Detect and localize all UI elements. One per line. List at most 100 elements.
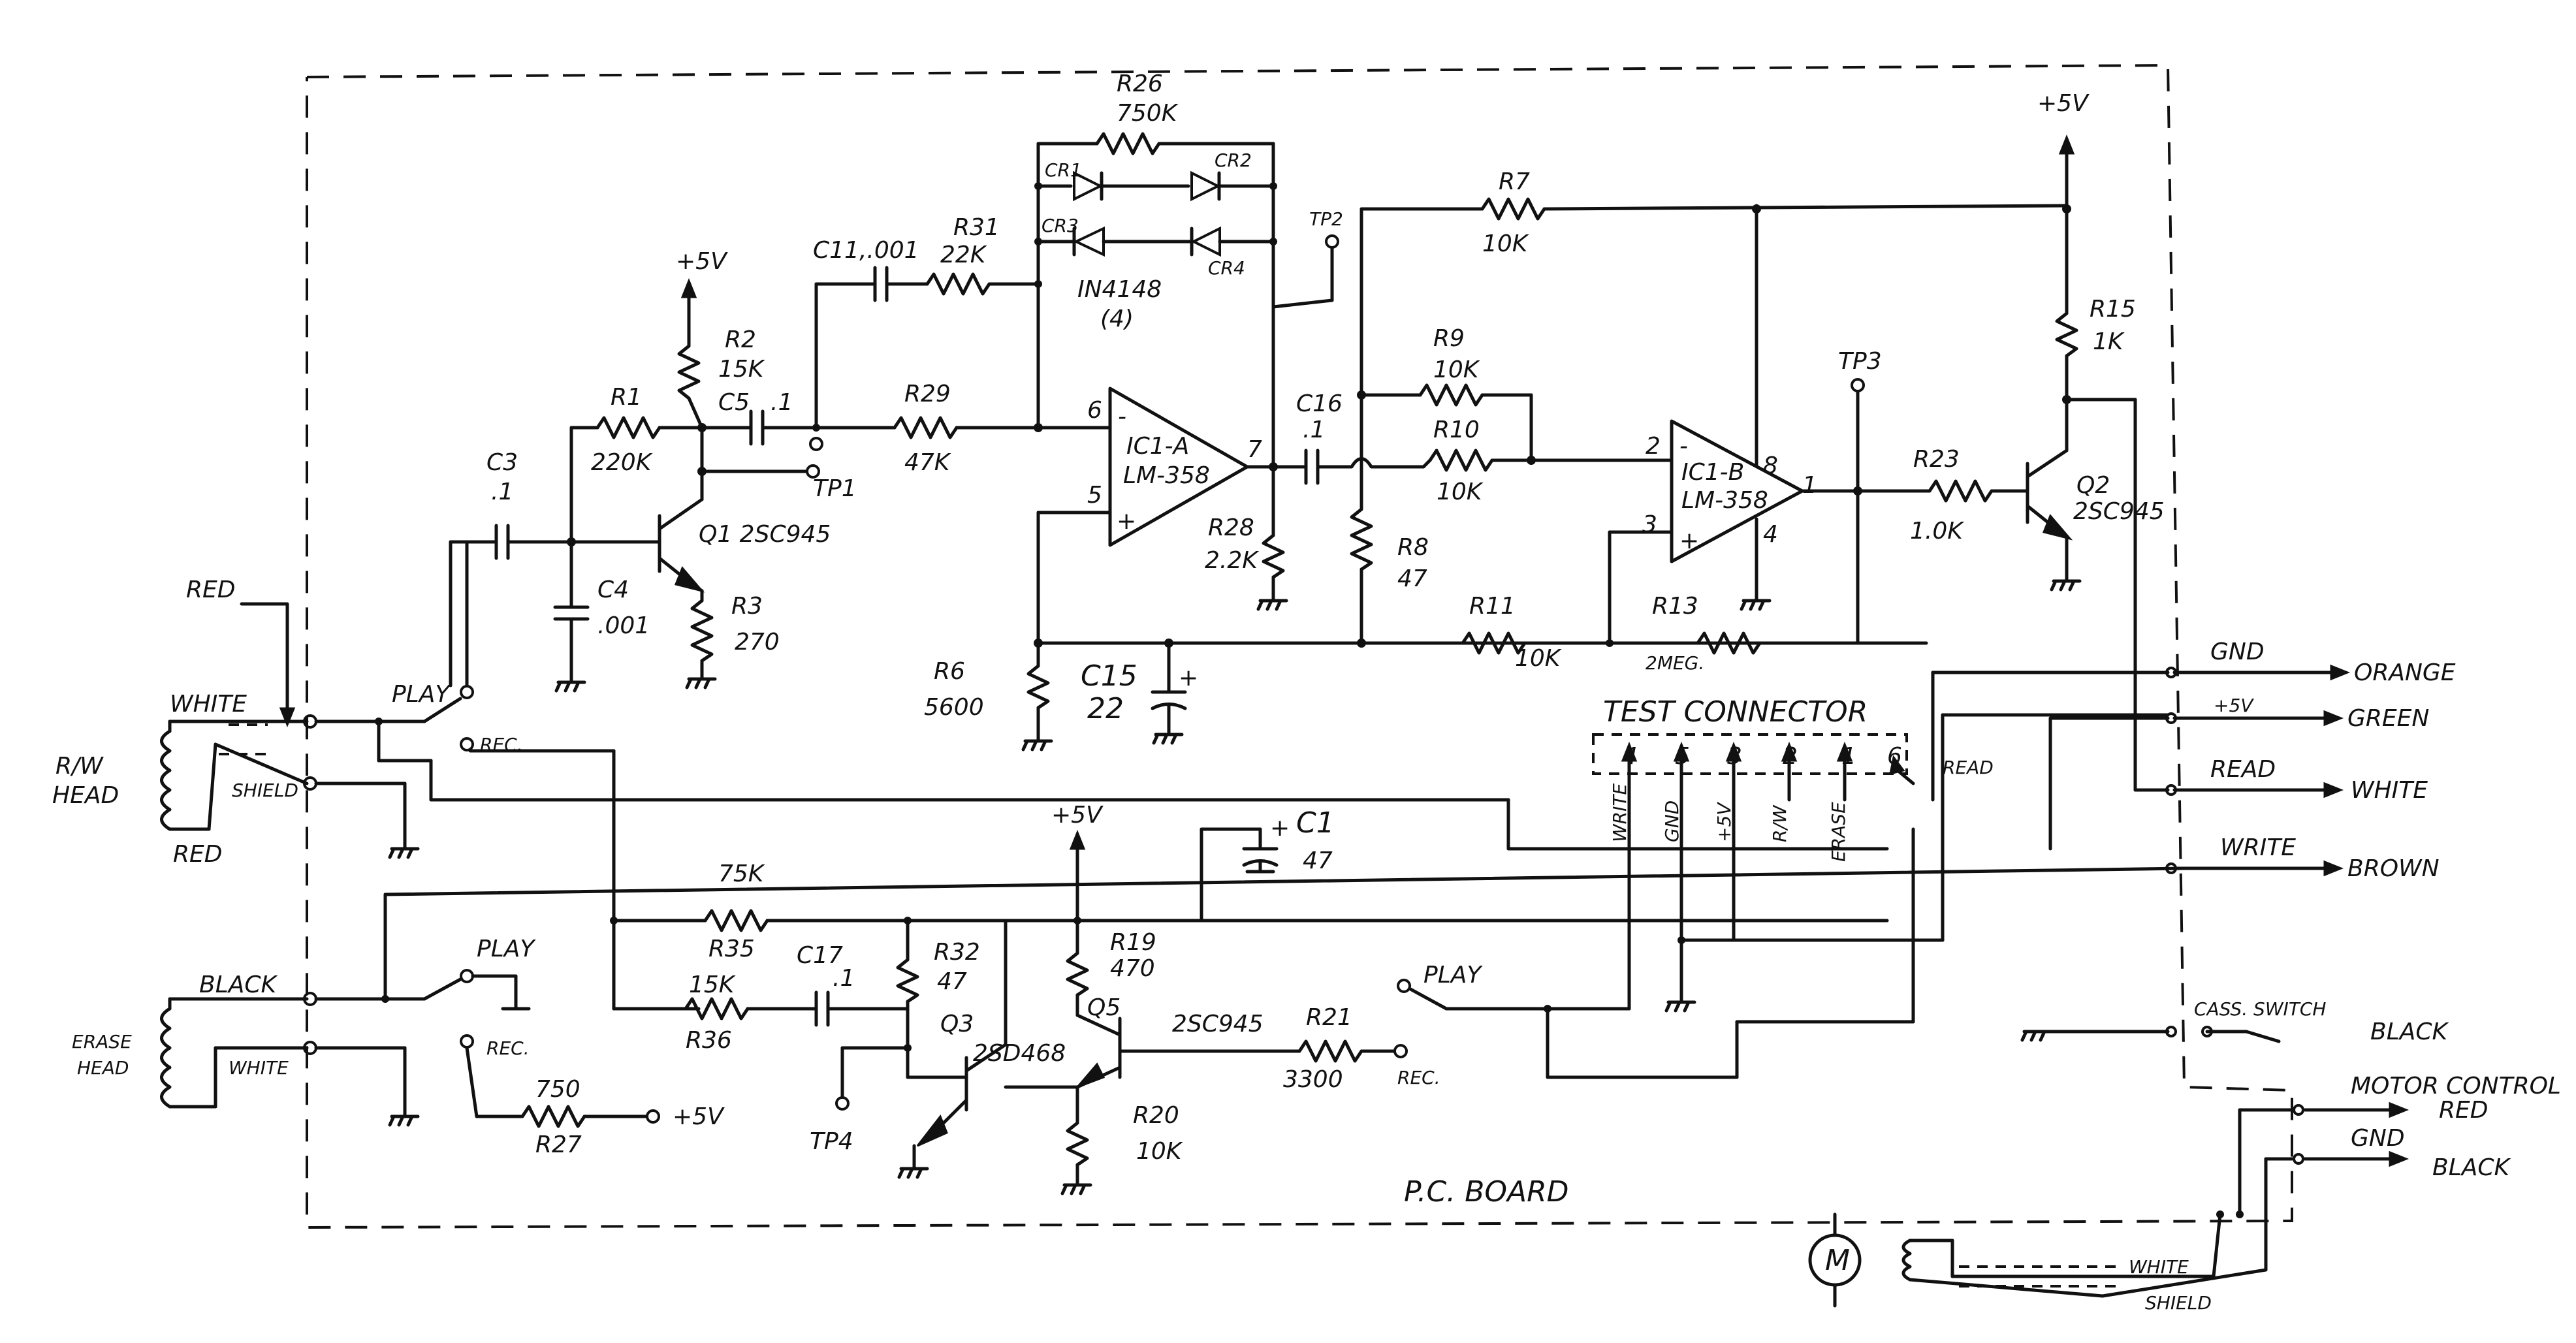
out-motor-signal: MOTOR CONTROL — [2351, 1073, 2561, 1099]
r35-resistor — [612, 909, 1889, 932]
r2-supply: +5V — [676, 248, 728, 275]
ic1b-pin-out: 1 — [1802, 472, 1817, 499]
r1-name: R1 — [611, 384, 642, 411]
r1-resistor — [569, 416, 704, 544]
out-read-wire: WHITE — [2351, 777, 2428, 804]
tp3-label: TP3 — [1838, 348, 1882, 375]
r32-value: 47 — [937, 968, 967, 995]
rw-wire-top: WHITE — [170, 691, 247, 718]
tc-label-5v: +5V — [1713, 802, 1735, 842]
ic1b-opamp — [1608, 204, 1804, 645]
erase-head-coil — [160, 997, 309, 1109]
c15-name: C15 — [1081, 659, 1137, 693]
c16-value: .1 — [1303, 417, 1325, 443]
r8-name: R8 — [1397, 534, 1429, 561]
cr2-label: CR2 — [1215, 150, 1252, 171]
q3-transistor — [835, 919, 1008, 1179]
r6-value: 5600 — [924, 694, 984, 721]
r21-name: R21 — [1306, 1004, 1352, 1031]
out-cass-signal: CASS. SWITCH — [2194, 998, 2326, 1020]
r29-value: 47K — [904, 449, 951, 476]
r35-name: R35 — [708, 936, 755, 962]
rw-wire-bottom: RED — [173, 841, 222, 868]
r3-value: 270 — [735, 629, 780, 656]
q1-label: Q1 2SC945 — [699, 521, 831, 548]
r23-value: 1.0K — [1910, 518, 1964, 545]
rw-shield: SHIELD — [232, 780, 298, 801]
ic1b-name: IC1-B — [1681, 459, 1744, 486]
r27-name: R27 — [535, 1131, 582, 1158]
r20-name: R20 — [1133, 1102, 1179, 1129]
ic1b-pin-minus: 2 — [1646, 433, 1661, 460]
write-play-label: PLAY — [1423, 962, 1483, 988]
pc-board-label: P.C. BOARD — [1404, 1175, 1569, 1209]
out-vcc-wire: GREEN — [2347, 705, 2429, 732]
motor-control-wiring — [2238, 1101, 2409, 1272]
erase-head-line2: HEAD — [77, 1057, 129, 1079]
c3-name: C3 — [486, 449, 518, 476]
cass-switch — [2020, 1026, 2281, 1043]
erase-wire-bottom: WHITE — [229, 1057, 289, 1079]
c3-value: .1 — [491, 479, 513, 505]
out-write-signal: WRITE — [2220, 834, 2296, 861]
q3-part: 2SD468 — [973, 1040, 1066, 1067]
c17-value: .1 — [833, 965, 855, 992]
rw-wire-in: RED — [186, 577, 235, 603]
ic1a-part: LM-358 — [1123, 462, 1210, 489]
test-connector-title: TEST CONNECTOR — [1603, 695, 1868, 729]
tc-label-rw: R/W — [1769, 804, 1790, 842]
c11-r31-branch — [814, 266, 1040, 430]
r11-value: 10K — [1515, 645, 1562, 672]
c15-value: 22 — [1087, 692, 1124, 725]
ic1a-opamp — [1036, 305, 1308, 547]
cr1-label: CR1 — [1045, 159, 1082, 181]
out-motor-gnd-signal: GND — [2351, 1125, 2405, 1152]
r27-value: 750 — [535, 1076, 580, 1103]
cr3-label: CR3 — [1042, 215, 1079, 236]
r28-name: R28 — [1208, 514, 1254, 541]
diode-cr1-cr2 — [1036, 170, 1275, 202]
out-vcc-signal: +5V — [2214, 695, 2254, 716]
q2-transistor — [2026, 403, 2082, 592]
c11-label: C11,.001 — [813, 237, 919, 264]
q3-name: Q3 — [940, 1011, 974, 1037]
motor-wire-white: WHITE — [2129, 1256, 2189, 1278]
vcc-top: +5V — [2037, 90, 2090, 117]
c3-capacitor — [449, 524, 661, 687]
q2-name: Q2 — [2076, 472, 2110, 499]
r7-name: R7 — [1499, 168, 1530, 195]
r2-value: 15K — [718, 356, 765, 383]
r2-name: R2 — [725, 326, 756, 353]
c5-capacitor — [700, 409, 897, 446]
tc-label-write: WRITE — [1609, 783, 1630, 842]
svg-text:+: + — [1270, 815, 1290, 842]
tc-label-gnd: GND — [1661, 800, 1683, 842]
out-gnd-signal: GND — [2210, 639, 2265, 665]
rw-head-coil — [160, 719, 309, 831]
r11-resistor — [1461, 631, 1527, 655]
r9-value: 10K — [1433, 356, 1480, 383]
c1-name: C1 — [1296, 806, 1335, 840]
tp3-point — [1851, 378, 1865, 392]
test-connector-pins: 4 5 3 2 1 6 — [1623, 743, 1902, 770]
erase-head-line1: ERASE — [72, 1031, 132, 1052]
r32-name: R32 — [934, 939, 980, 966]
tc-label-read: READ — [1943, 757, 1994, 778]
q5-name: Q5 — [1087, 994, 1121, 1021]
ic1b-pin-plus: 3 — [1642, 511, 1657, 538]
r6-name: R6 — [934, 658, 965, 685]
test-connector-box — [1592, 733, 1908, 775]
r10-name: R10 — [1433, 417, 1480, 443]
r7-resistor — [1360, 197, 2069, 221]
r15-name: R15 — [2090, 296, 2136, 323]
r21-resistor — [1297, 1039, 1408, 1063]
tp1-point — [806, 464, 820, 479]
erase-play-rec-switch — [422, 969, 660, 1128]
tp1-label: TP1 — [813, 475, 857, 502]
r31-name: R31 — [953, 214, 1000, 241]
r35-value: 75K — [718, 861, 765, 887]
c16-capacitor — [1271, 449, 1425, 485]
r8-resistor — [1350, 207, 1373, 645]
ic1a-name: IC1-A — [1126, 433, 1189, 460]
